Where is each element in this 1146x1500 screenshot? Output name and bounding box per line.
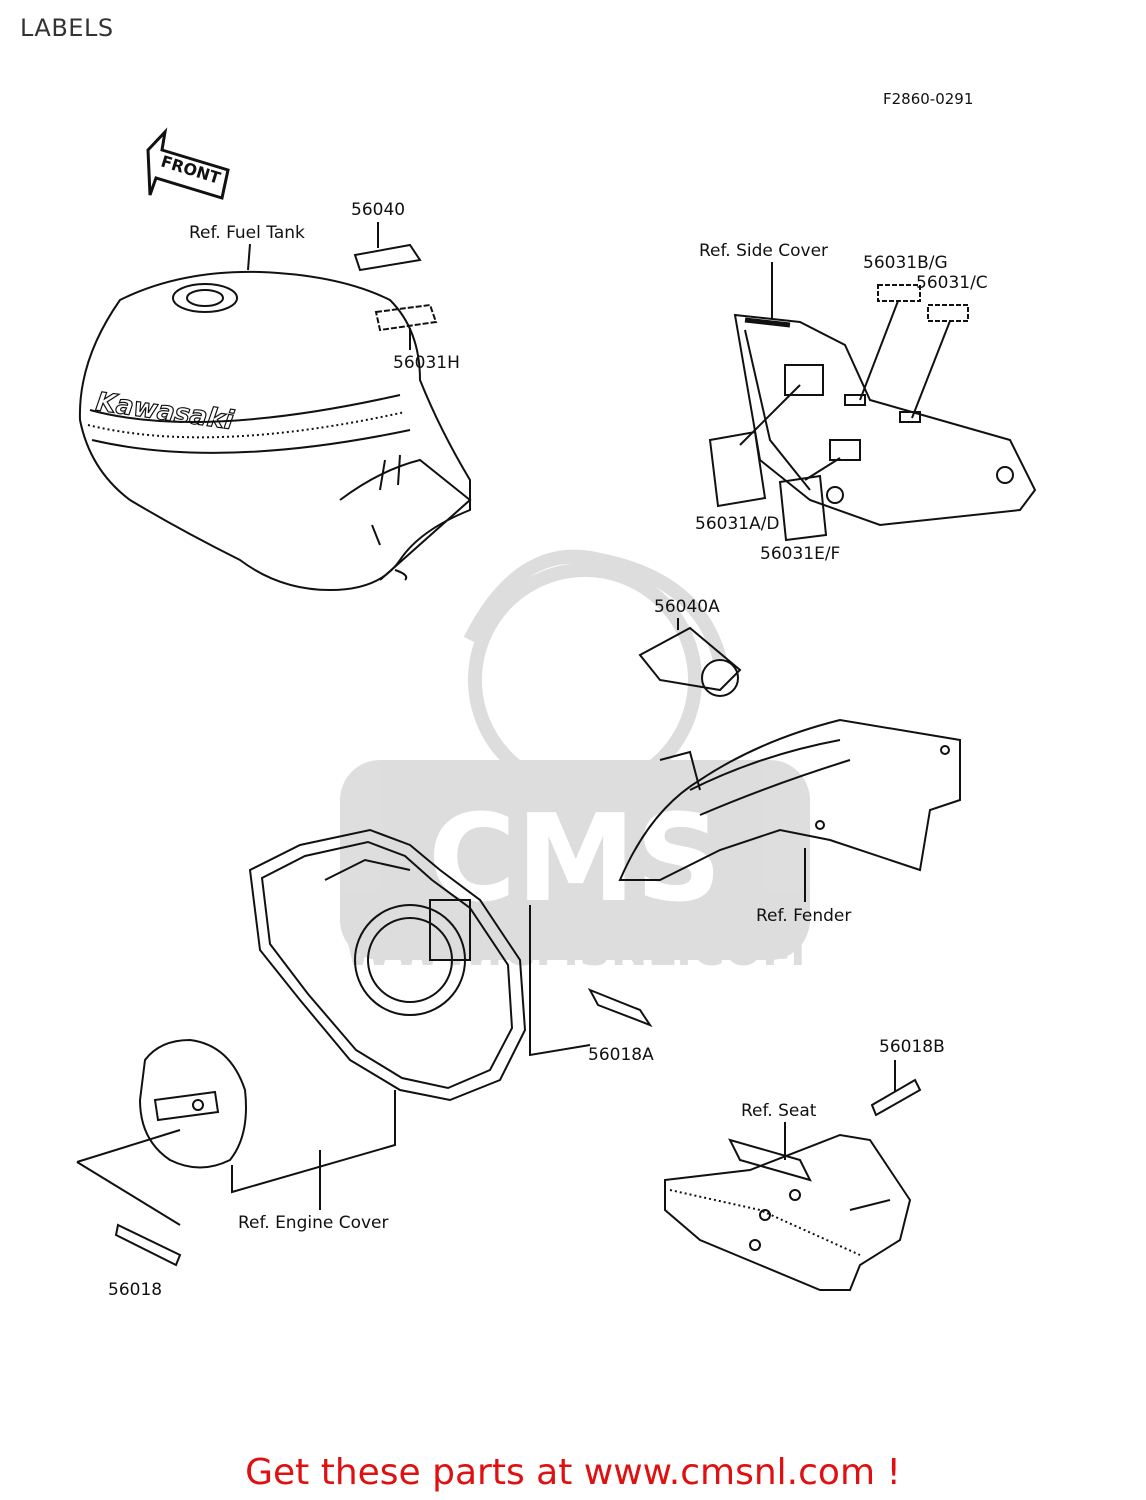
front-arrow-icon: FRONT xyxy=(146,127,230,200)
watermark-brand: CMS xyxy=(428,790,722,929)
part-56031ad-label: 56031A/D xyxy=(695,514,780,534)
cta-link[interactable]: Get these parts at www.cmsnl.com ! xyxy=(245,1452,901,1493)
part-56018b-label: 56018B xyxy=(879,1037,945,1057)
cms-watermark: CMS WWW.CMSNL.COM xyxy=(340,549,810,976)
label-56040a-shape xyxy=(638,626,742,697)
ref-fender-label: Ref. Fender xyxy=(756,906,851,926)
label-56031ad-shape xyxy=(708,430,767,508)
engine-cover-gasket-outline xyxy=(248,828,527,1102)
leader-56031ef xyxy=(804,457,841,481)
label-56031bg-shape xyxy=(877,284,921,302)
part-56031bg-label: 56031B/G xyxy=(863,253,948,273)
ref-engine-cover-label: Ref. Engine Cover xyxy=(238,1213,389,1233)
ref-side-cover-label: Ref. Side Cover xyxy=(699,241,828,261)
label-56018a-shape xyxy=(587,988,653,1028)
seat-outline xyxy=(664,1133,912,1291)
leader-56018-lower xyxy=(76,1129,181,1163)
fender-outline xyxy=(618,718,961,881)
part-56031c-label: 56031/C xyxy=(916,273,988,293)
tank-brand-logo: Kawasaki xyxy=(94,387,236,436)
engine-clutch-cover-outline xyxy=(138,1038,247,1169)
label-56018-shape xyxy=(114,1223,182,1267)
fuel-tank-outline: Kawasaki xyxy=(78,270,472,592)
ref-fuel-tank-label: Ref. Fuel Tank xyxy=(189,223,305,243)
label-56031h-shape xyxy=(374,303,438,332)
watermark-url: WWW.CMSNL.COM xyxy=(344,925,806,976)
part-56018-label: 56018 xyxy=(108,1280,162,1300)
label-56040-shape xyxy=(353,243,422,272)
callouts: Ref. Fuel Tank 56040 56031H Ref. Side Co… xyxy=(108,200,988,1300)
part-56040a-label: 56040A xyxy=(654,597,720,617)
part-56031ef-label: 56031E/F xyxy=(760,544,840,564)
part-56018a-label: 56018A xyxy=(588,1045,654,1065)
part-56031h-label: 56031H xyxy=(393,353,460,373)
page-title: LABELS xyxy=(20,14,114,42)
label-56031c-shape xyxy=(927,304,969,322)
cta-banner: Get these parts at www.cmsnl.com ! xyxy=(0,1452,1146,1493)
leader-56031bg xyxy=(859,300,899,401)
label-56018b-shape xyxy=(870,1078,922,1117)
leader-56031ad xyxy=(739,384,801,446)
leader-fuel-tank xyxy=(247,243,251,271)
leader-engine-cover-bracket xyxy=(231,1090,396,1194)
leader-56018a xyxy=(529,905,591,1057)
figure-code: F2860-0291 xyxy=(883,90,973,108)
leader-56018-upper xyxy=(76,1161,181,1226)
leader-56031c xyxy=(911,320,951,419)
side-cover-outline xyxy=(733,313,1037,527)
part-56040-label: 56040 xyxy=(351,200,405,220)
label-56031ef-shape xyxy=(778,474,828,542)
ref-seat-label: Ref. Seat xyxy=(741,1101,817,1121)
